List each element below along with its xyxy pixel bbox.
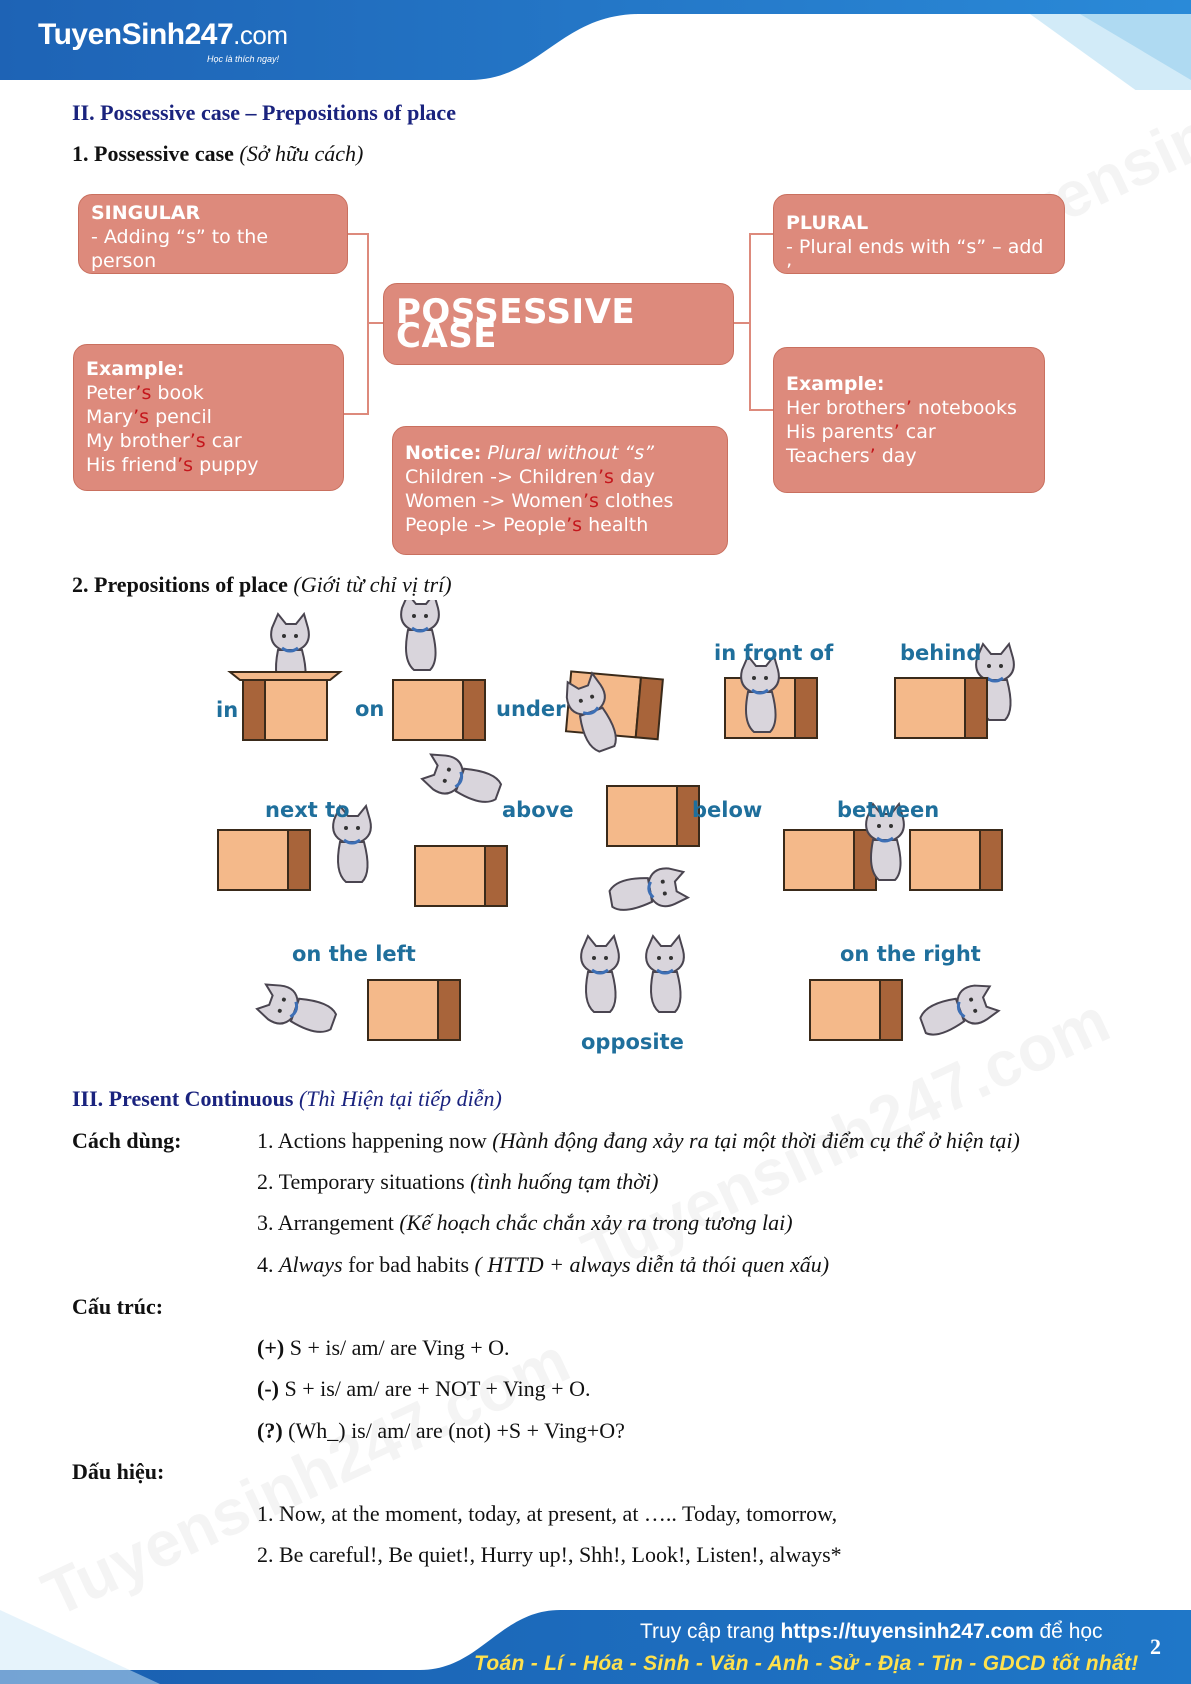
footer-band xyxy=(0,1610,1191,1684)
singular-line: or thing xyxy=(91,274,166,296)
prepositions-illustration xyxy=(217,600,1016,1043)
footer-subjects: Toán - Lí - Hóa - Sinh - Văn - Anh - Sử … xyxy=(474,1652,1139,1675)
signals-label: Dấu hiệu: xyxy=(72,1459,165,1484)
box-icon xyxy=(414,845,508,907)
section-title: II. Possessive case – Prepositions of pl… xyxy=(72,100,456,125)
usage-item: 4. Always for bad habits ( HTTD + always… xyxy=(257,1252,830,1277)
usage-label: Cách dùng: xyxy=(72,1128,182,1153)
singular-title: SINGULAR xyxy=(91,202,201,224)
preposition-label-next-to: next to xyxy=(265,798,350,822)
structure-item: (+) S + is/ am/ are Ving + O. xyxy=(257,1335,510,1360)
footer-url-link[interactable]: https://tuyensinh247.com xyxy=(780,1620,1034,1643)
preposition-label-under: under xyxy=(496,697,566,721)
example-line: My brother’s car xyxy=(86,430,242,452)
cat-icon xyxy=(399,600,441,672)
example-line: His friend’s puppy xyxy=(86,454,259,476)
usage-item: 3. Arrangement (Kế hoạch chắc chắn xảy r… xyxy=(257,1210,793,1235)
cat-icon xyxy=(605,863,691,918)
example-right-box: Example: Her brothers’ notebooks His par… xyxy=(773,347,1045,493)
preposition-label-on: on xyxy=(355,697,385,721)
preposition-label-in-front-of: in front of xyxy=(714,641,834,665)
subsection-title-italic: (Sở hữu cách) xyxy=(239,141,364,166)
header-band xyxy=(0,0,1191,90)
example-line: Peter’s book xyxy=(86,382,204,404)
notice-heading: Notice: Plural without “s” xyxy=(405,442,654,464)
logo-slogan: Học là thích ngay! xyxy=(207,54,280,64)
example-left-title: Example: xyxy=(86,358,185,380)
box-icon xyxy=(242,679,266,741)
box-icon xyxy=(909,829,1003,891)
footer-cta: Truy cập trang https://tuyensinh247.com … xyxy=(640,1620,1103,1643)
plural-line: - Plural ends with “s” – add ’ xyxy=(786,236,1044,282)
structure-label: Cấu trúc: xyxy=(72,1294,164,1319)
subsection-title: 2. Prepositions of place (Giới từ chỉ vị… xyxy=(72,572,452,598)
subsection-title-bold: 2. Prepositions of place xyxy=(72,572,288,597)
mindmap-center: POSSESSIVE CASE xyxy=(383,283,734,365)
notice-line: Children -> Children’s day xyxy=(405,466,655,488)
section-title-italic: (Thì Hiện tại tiếp diễn) xyxy=(298,1086,502,1111)
preposition-label-on-the-right: on the right xyxy=(840,942,981,966)
plural-title: PLURAL xyxy=(786,212,869,234)
singular-line: - Adding “s” to the person xyxy=(91,226,269,272)
box-icon xyxy=(392,679,486,741)
box-icon xyxy=(809,979,903,1041)
page-number: 2 xyxy=(1150,1634,1161,1659)
box-icon xyxy=(367,979,461,1041)
usage-item: 1. Actions happening now (Hành động đang… xyxy=(257,1128,1020,1153)
box-icon xyxy=(606,785,700,847)
preposition-label-on-the-left: on the left xyxy=(292,942,416,966)
preposition-label-below: below xyxy=(692,798,763,822)
cat-icon xyxy=(579,934,621,1014)
example-line: Mary’s pencil xyxy=(86,406,212,428)
example-line: His parents’ car xyxy=(786,421,936,443)
site-logo[interactable]: TuyenSinh247.com xyxy=(38,18,288,51)
subsection-title-italic: (Giới từ chỉ vị trí) xyxy=(293,572,452,597)
structure-item: (-) S + is/ am/ are + NOT + Ving + O. xyxy=(257,1376,591,1401)
example-right-title: Example: xyxy=(786,373,885,395)
notice-box: Notice: Plural without “s” Children -> C… xyxy=(392,426,728,555)
preposition-label-between: between xyxy=(837,798,940,822)
cat-icon xyxy=(418,748,506,813)
box-icon xyxy=(783,829,877,891)
cat-icon xyxy=(914,978,1002,1043)
cat-icon xyxy=(253,978,341,1043)
preposition-label-in: in xyxy=(216,698,239,722)
example-left-box: Example: Peter’s book Mary’s pencil My b… xyxy=(73,344,344,491)
notice-line: Women -> Women’s clothes xyxy=(405,490,674,512)
example-line: Teachers’ day xyxy=(786,445,917,467)
singular-box: SINGULAR - Adding “s” to the person or t… xyxy=(78,194,348,296)
box-icon xyxy=(894,677,988,739)
signal-item: 2. Be careful!, Be quiet!, Hurry up!, Sh… xyxy=(257,1542,842,1567)
section-title: III. Present Continuous (Thì Hiện tại ti… xyxy=(72,1086,502,1112)
usage-item: 2. Temporary situations (tình huống tạm … xyxy=(257,1169,659,1194)
mindmap-connectors xyxy=(344,233,773,415)
section-title-bold: III. Present Continuous xyxy=(72,1086,294,1111)
signal-item: 1. Now, at the moment, today, at present… xyxy=(257,1501,838,1526)
box-icon xyxy=(217,829,311,891)
preposition-label-behind: behind xyxy=(900,641,982,665)
cat-icon xyxy=(739,654,781,734)
subsection-title: 1. Possessive case (Sở hữu cách) xyxy=(72,141,363,167)
structure-item: (?) (Wh_) is/ am/ are (not) +S + Ving+O? xyxy=(257,1418,625,1443)
subsection-title-bold: 1. Possessive case xyxy=(72,141,234,166)
preposition-label-opposite: opposite xyxy=(581,1030,684,1054)
example-line: Her brothers’ notebooks xyxy=(786,397,1017,419)
cat-icon xyxy=(644,934,686,1014)
notice-line: People -> People’s health xyxy=(405,514,649,536)
plural-box: PLURAL - Plural ends with “s” – add ’ xyxy=(773,194,1065,282)
preposition-label-above: above xyxy=(502,798,574,822)
